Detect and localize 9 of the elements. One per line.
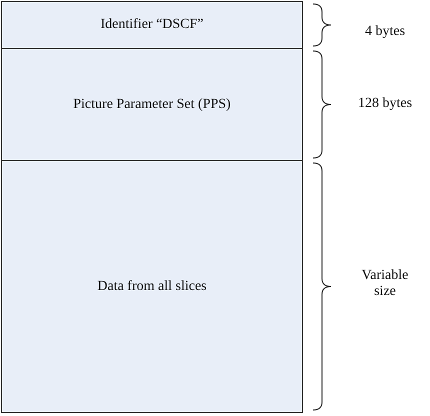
field-block	[1, 1, 303, 49]
block-label: Identifier “DSCF”	[100, 17, 204, 33]
field-block	[1, 160, 303, 413]
size-label: 128 bytes	[356, 96, 414, 112]
block-label: Data from all slices	[97, 278, 207, 294]
field-block	[1, 48, 303, 161]
size-label: Variable size	[360, 268, 410, 300]
size-label: 4 bytes	[364, 24, 406, 40]
block-label: Picture Parameter Set (PPS)	[73, 96, 231, 112]
